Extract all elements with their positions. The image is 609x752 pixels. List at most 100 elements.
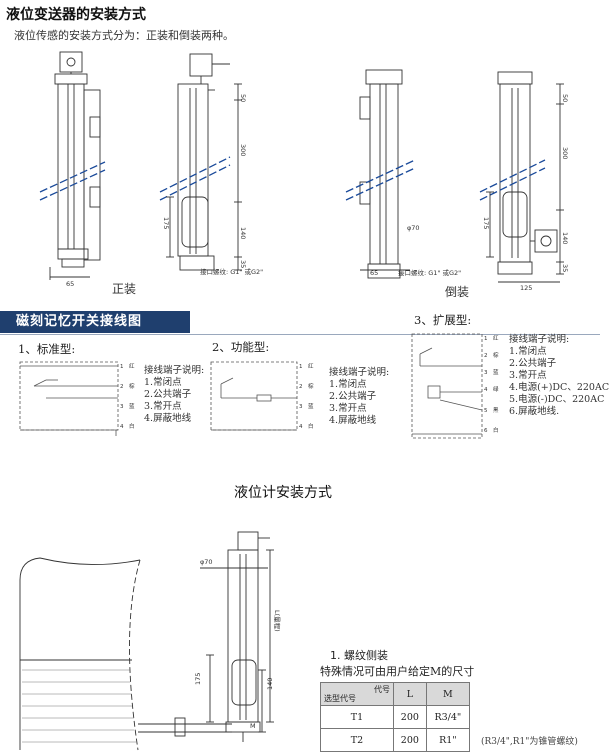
ext-pin-5: 5 <box>484 408 488 414</box>
fn-color-1: 红 <box>308 362 314 370</box>
gauge-dim-175: 175 <box>194 673 202 685</box>
fn-color-4: 白 <box>308 422 314 430</box>
std-pin-2: 2 <box>120 384 124 390</box>
functional-legend-line: 1.常闭点 <box>329 379 367 390</box>
inverted-side-view <box>479 71 564 283</box>
dim-35-a: 35 <box>239 260 247 268</box>
standard-legend-line: 1.常闭点 <box>144 377 182 388</box>
spec-header-diag: 代号 选型代号 <box>320 682 394 706</box>
spec-cell-m: R1" <box>425 728 471 752</box>
spec-cell-code: T2 <box>320 728 394 752</box>
std-pin-3: 3 <box>120 404 124 410</box>
extended-legend-line: 接线端子说明: <box>509 334 570 345</box>
extended-legend-line: 6.屏蔽地线. <box>509 406 560 417</box>
install-intro-text: 液位传感的安装方式分为：正装和倒装两种。 <box>14 29 234 42</box>
ext-color-3: 蓝 <box>493 368 499 376</box>
gauge-install-title: 液位计安装方式 <box>234 485 332 501</box>
upright-label: 正装 <box>112 282 137 296</box>
gauge-dim-m: M <box>250 722 256 730</box>
standard-type-title: 1、标准型: <box>18 342 76 356</box>
gauge-dim-range: L(量程) <box>273 610 282 632</box>
extended-legend-line: 1.常闭点 <box>509 346 547 357</box>
spec-header-model: 选型代号 <box>324 694 356 703</box>
dim-300-a: 300 <box>239 144 247 156</box>
dim-phi70: φ70 <box>407 224 420 232</box>
dim-35-b: 35 <box>561 264 569 272</box>
fn-pin-2: 2 <box>299 384 303 390</box>
ext-color-1: 红 <box>493 334 499 342</box>
gauge-dim-140: 140 <box>266 678 274 690</box>
extended-wiring-diagram: 1 2 3 4 5 6 红 棕 蓝 绿 黑 白 <box>411 333 499 439</box>
std-color-3: 蓝 <box>129 402 135 410</box>
fn-pin-1: 1 <box>299 364 303 370</box>
standard-legend-line: 2.公共端子 <box>144 389 192 400</box>
ext-pin-1: 1 <box>484 336 488 342</box>
dim-65-a: 65 <box>66 280 74 288</box>
gauge-install-drawing: φ70 L(量程) 175 140 M <box>19 531 282 751</box>
std-pin-1: 1 <box>120 364 124 370</box>
dim-140-a: 140 <box>239 227 247 239</box>
spec-header-l: L <box>393 682 427 706</box>
fn-color-2: 棕 <box>308 382 314 390</box>
dim-300-b: 300 <box>561 147 569 159</box>
spec-header-m: M <box>425 682 471 706</box>
spec-table: 代号 选型代号 L M T1 200 R3/4" T2 200 R1" <box>320 682 471 752</box>
ext-color-4: 绿 <box>493 385 499 393</box>
extended-type-title: 3、扩展型: <box>414 313 472 327</box>
functional-wiring-diagram: 1 2 3 4 红 棕 蓝 白 <box>210 361 314 431</box>
ext-pin-4: 4 <box>484 387 488 393</box>
dim-175-b: 175 <box>482 217 490 229</box>
spec-header-code: 代号 <box>374 685 390 694</box>
upright-front-view <box>39 51 106 280</box>
side-mount-subtitle-2: 特殊情况可由用户给定M的尺寸 <box>320 665 475 678</box>
port-thread-b: 接口螺纹: G1" 或G2" <box>398 268 461 277</box>
ext-pin-3: 3 <box>484 370 488 376</box>
dim-50-a: 50 <box>239 94 247 102</box>
functional-legend-line: 4.屏蔽地线 <box>329 415 377 426</box>
ext-color-5: 黑 <box>493 407 499 414</box>
dim-125: 125 <box>520 284 532 292</box>
standard-wiring-diagram: 1 2 3 4 红 棕 蓝 白 <box>19 361 135 436</box>
extended-legend-line: 4.电源(+)DC、220AC <box>509 382 609 393</box>
wiring-section-banner: 磁刻记忆开关接线图 <box>0 311 190 333</box>
fn-pin-3: 3 <box>299 404 303 410</box>
std-color-2: 棕 <box>129 382 135 390</box>
port-thread-a: 接口螺纹: G1" 或G2" <box>200 267 263 276</box>
spec-cell-m: R3/4" <box>425 705 471 729</box>
standard-legend-line: 接线端子说明: <box>144 365 205 376</box>
banner-divider <box>0 334 600 335</box>
standard-legend-line: 4.屏蔽地线 <box>144 413 192 424</box>
dim-65-b: 65 <box>370 269 378 277</box>
standard-legend: 接线端子说明: 1.常闭点 2.公共端子 3.常开点 4.屏蔽地线 <box>144 365 204 425</box>
std-color-1: 红 <box>129 362 135 370</box>
functional-legend: 接线端子说明: 1.常闭点 2.公共端子 3.常开点 4.屏蔽地线 <box>329 367 389 427</box>
std-color-4: 白 <box>129 422 135 430</box>
ext-pin-2: 2 <box>484 353 488 359</box>
table-row: T2 200 R1" <box>320 728 471 752</box>
spec-cell-l: 200 <box>393 728 427 752</box>
spec-table-header: 代号 选型代号 L M <box>320 682 471 706</box>
functional-legend-line: 2.公共端子 <box>329 391 377 402</box>
fn-color-3: 蓝 <box>308 402 314 410</box>
extended-legend-line: 3.常开点 <box>509 370 547 381</box>
inverted-label: 倒装 <box>445 285 470 299</box>
inverted-front-view <box>345 69 416 279</box>
gauge-dim-phi70: φ70 <box>200 558 213 566</box>
dim-50-b: 50 <box>561 94 569 102</box>
extended-legend-line: 2.公共端子 <box>509 358 557 369</box>
transmitter-install-drawings: 65 50 300 140 35 175 接口螺纹: G1" 或G2" φ70 … <box>39 51 569 292</box>
dim-175-a: 175 <box>162 217 170 229</box>
extended-legend: 接线端子说明: 1.常闭点 2.公共端子 3.常开点 4.电源(+)DC、220… <box>509 334 609 418</box>
upright-side-view <box>159 53 242 271</box>
table-row: T1 200 R3/4" <box>320 705 471 729</box>
std-pin-4: 4 <box>120 424 124 430</box>
functional-legend-line: 接线端子说明: <box>329 367 390 378</box>
spec-cell-code: T1 <box>320 705 394 729</box>
thread-note: (R3/4",R1"为锥管螺纹) <box>481 737 578 747</box>
section-title-transmitter-install: 液位变送器的安装方式 <box>6 7 146 23</box>
extended-legend-line: 5.电源(-)DC、220AC <box>509 394 605 405</box>
dim-140-b: 140 <box>561 232 569 244</box>
functional-legend-line: 3.常开点 <box>329 403 367 414</box>
ext-pin-6: 6 <box>484 428 488 434</box>
side-mount-subtitle: 1. 螺纹侧装 <box>330 649 388 662</box>
